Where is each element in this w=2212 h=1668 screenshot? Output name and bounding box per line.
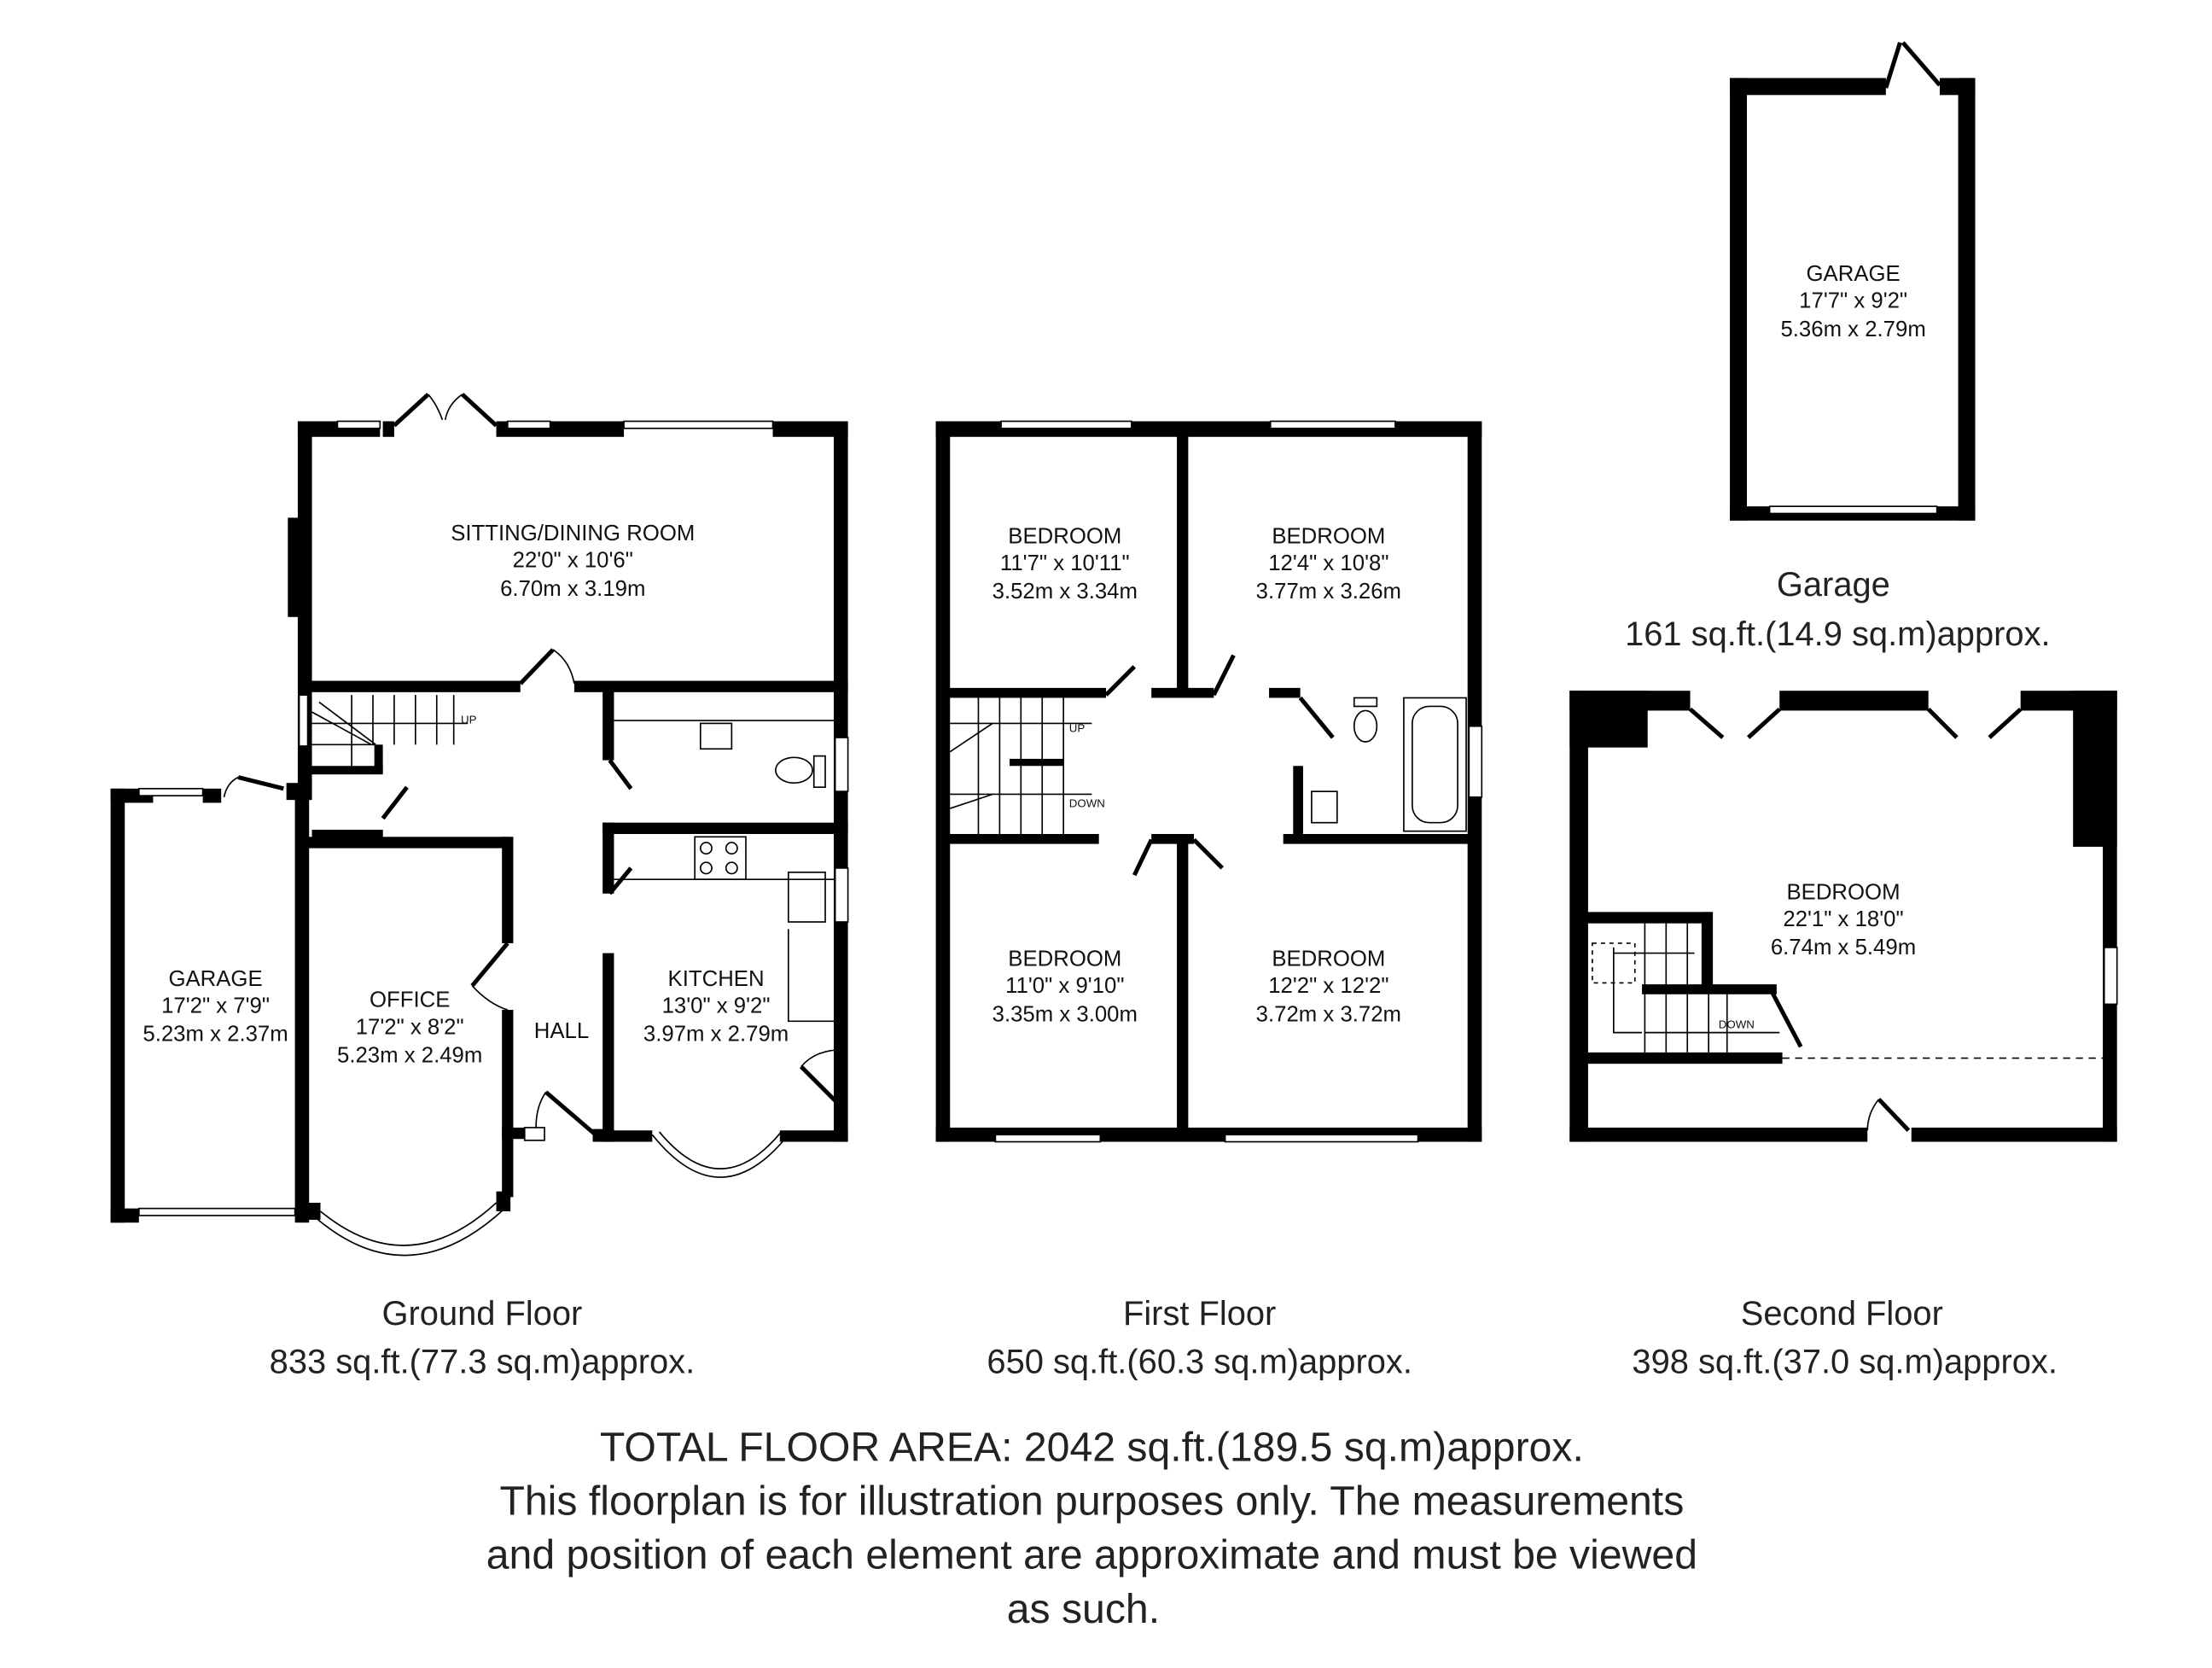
stair-up-label: UP — [461, 713, 477, 726]
room-name: BEDROOM — [1272, 948, 1385, 971]
room-name: GARAGE — [1807, 262, 1901, 286]
room-name: BEDROOM — [1272, 524, 1385, 548]
floor-title: Garage — [1777, 566, 1890, 604]
room-size-metric: 5.23m x 2.49m — [337, 1044, 482, 1068]
room-name: BEDROOM — [1786, 880, 1900, 904]
stair-up-label: UP — [1069, 721, 1086, 734]
floor-area: 161 sq.ft.(14.9 sq.m)approx. — [1625, 615, 2051, 653]
first-floor-labels: BEDROOM 11'7" x 10'11" 3.52m x 3.34m BED… — [987, 524, 1412, 1380]
room-name: HALL — [534, 1019, 589, 1043]
room-size-metric: 3.77m x 3.26m — [1256, 580, 1401, 604]
room-size-metric: 6.74m x 5.49m — [1771, 936, 1916, 959]
room-size-metric: 3.97m x 2.79m — [643, 1023, 789, 1047]
room-size-imperial: 11'0" x 9'10" — [1005, 974, 1124, 998]
room-name: GARAGE — [168, 967, 262, 991]
room-size-imperial: 22'1" x 18'0" — [1783, 907, 1903, 931]
room-size-imperial: 11'7" x 10'11" — [1000, 551, 1130, 575]
room-size-imperial: 13'0" x 9'2" — [662, 994, 771, 1018]
room-size-metric: 3.72m x 3.72m — [1256, 1002, 1401, 1026]
room-size-imperial: 17'2" x 7'9" — [161, 994, 270, 1018]
room-name: SITTING/DINING ROOM — [451, 522, 695, 545]
stair-down-label: DOWN — [1719, 1018, 1755, 1031]
room-size-metric: 3.52m x 3.34m — [992, 580, 1138, 604]
room-size-imperial: 12'4" x 10'8" — [1268, 551, 1388, 575]
floor-area: 398 sq.ft.(37.0 sq.m)approx. — [1632, 1343, 2057, 1380]
garage-plan: GARAGE 17'7" x 9'2" 5.36m x 2.79m Garage… — [1625, 41, 2051, 653]
ground-floor-plan: UP — [110, 393, 849, 1257]
disclaimer-line: and position of each element are approxi… — [486, 1532, 1697, 1578]
room-size-imperial: 12'2" x 12'2" — [1268, 974, 1388, 998]
disclaimer-line: This floorplan is for illustration purpo… — [499, 1478, 1684, 1525]
floor-title: First Floor — [1123, 1295, 1276, 1333]
room-size-metric: 3.35m x 3.00m — [992, 1002, 1138, 1026]
floor-title: Second Floor — [1741, 1295, 1943, 1333]
floor-title: Ground Floor — [382, 1295, 583, 1333]
room-size-metric: 6.70m x 3.19m — [500, 577, 645, 601]
room-size-imperial: 22'0" x 10'6" — [513, 549, 633, 573]
stair-down-label: DOWN — [1069, 796, 1105, 809]
room-name: BEDROOM — [1008, 948, 1121, 971]
room-size-imperial: 17'2" x 8'2" — [356, 1015, 464, 1039]
footer-notes: TOTAL FLOOR AREA: 2042 sq.ft.(189.5 sq.m… — [486, 1424, 1697, 1631]
second-floor-plan: DOWN BEDROOM 22'1" x 18'0" 6.74m x 5.49m… — [1569, 691, 2118, 1380]
room-name: KITCHEN — [668, 967, 765, 991]
floor-area: 650 sq.ft.(60.3 sq.m)approx. — [987, 1343, 1412, 1380]
ground-floor-labels: SITTING/DINING ROOM 22'0" x 10'6" 6.70m … — [143, 522, 789, 1380]
room-size-imperial: 17'7" x 9'2" — [1799, 289, 1907, 313]
total-floor-area: TOTAL FLOOR AREA: 2042 sq.ft.(189.5 sq.m… — [600, 1424, 1584, 1470]
room-size-metric: 5.23m x 2.37m — [143, 1023, 288, 1047]
room-name: OFFICE — [370, 989, 450, 1012]
room-size-metric: 5.36m x 2.79m — [1780, 318, 1925, 341]
first-floor-plan: UP DOWN — [935, 420, 1483, 1143]
disclaimer-line: as such. — [1007, 1586, 1160, 1632]
floor-area: 833 sq.ft.(77.3 sq.m)approx. — [270, 1343, 695, 1380]
room-name: BEDROOM — [1008, 524, 1121, 548]
